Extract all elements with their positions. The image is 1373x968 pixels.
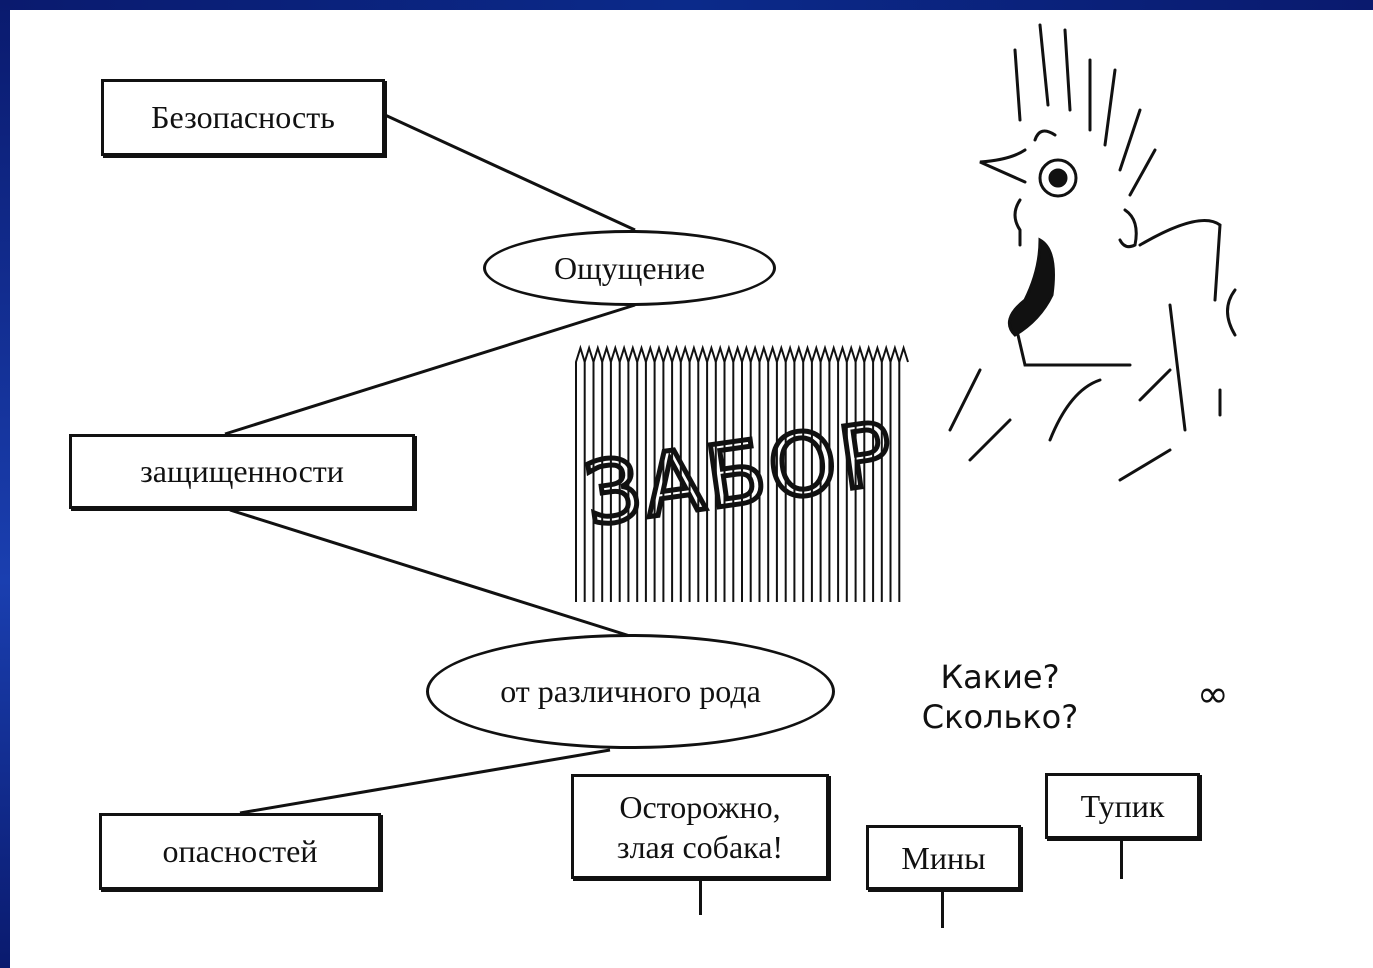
sign-dog-post	[699, 879, 702, 915]
sign-dog-line-2: злая собака!	[617, 827, 783, 867]
sign-deadend: Тупик	[1045, 773, 1200, 839]
sign-mines: Мины	[866, 825, 1021, 890]
sign-mines-post	[941, 890, 944, 928]
node-box-1: Безопасность	[101, 79, 385, 156]
node-oval-2: Ощущение	[483, 230, 776, 306]
connector-1-2	[385, 115, 635, 230]
infinity-symbol: ∞	[1197, 672, 1229, 716]
node-box-3: защищенности	[69, 434, 415, 509]
sign-dog: Осторожно, злая собака!	[571, 774, 829, 879]
shocked-man-illustration	[940, 10, 1260, 510]
node-oval-4: от различного рода	[426, 634, 835, 749]
question-line-2: Сколько?	[905, 697, 1095, 737]
sign-deadend-label: Тупик	[1081, 786, 1165, 826]
node-label-4: от различного рода	[500, 673, 761, 710]
sign-deadend-post	[1120, 839, 1123, 879]
connector-4-5	[240, 750, 610, 813]
fence-picket	[899, 348, 908, 602]
node-box-5: опасностей	[99, 813, 381, 890]
question-text: Какие? Сколько?	[905, 657, 1095, 737]
node-label-2: Ощущение	[554, 250, 705, 287]
node-label-1: Безопасность	[151, 99, 335, 136]
sign-mines-label: Мины	[901, 838, 985, 878]
node-label-5: опасностей	[163, 833, 318, 870]
question-line-1: Какие?	[905, 657, 1095, 697]
sign-dog-line-1: Осторожно,	[617, 787, 783, 827]
node-label-3: защищенности	[140, 453, 344, 490]
fence-illustration: ЗАБОР	[570, 340, 915, 610]
